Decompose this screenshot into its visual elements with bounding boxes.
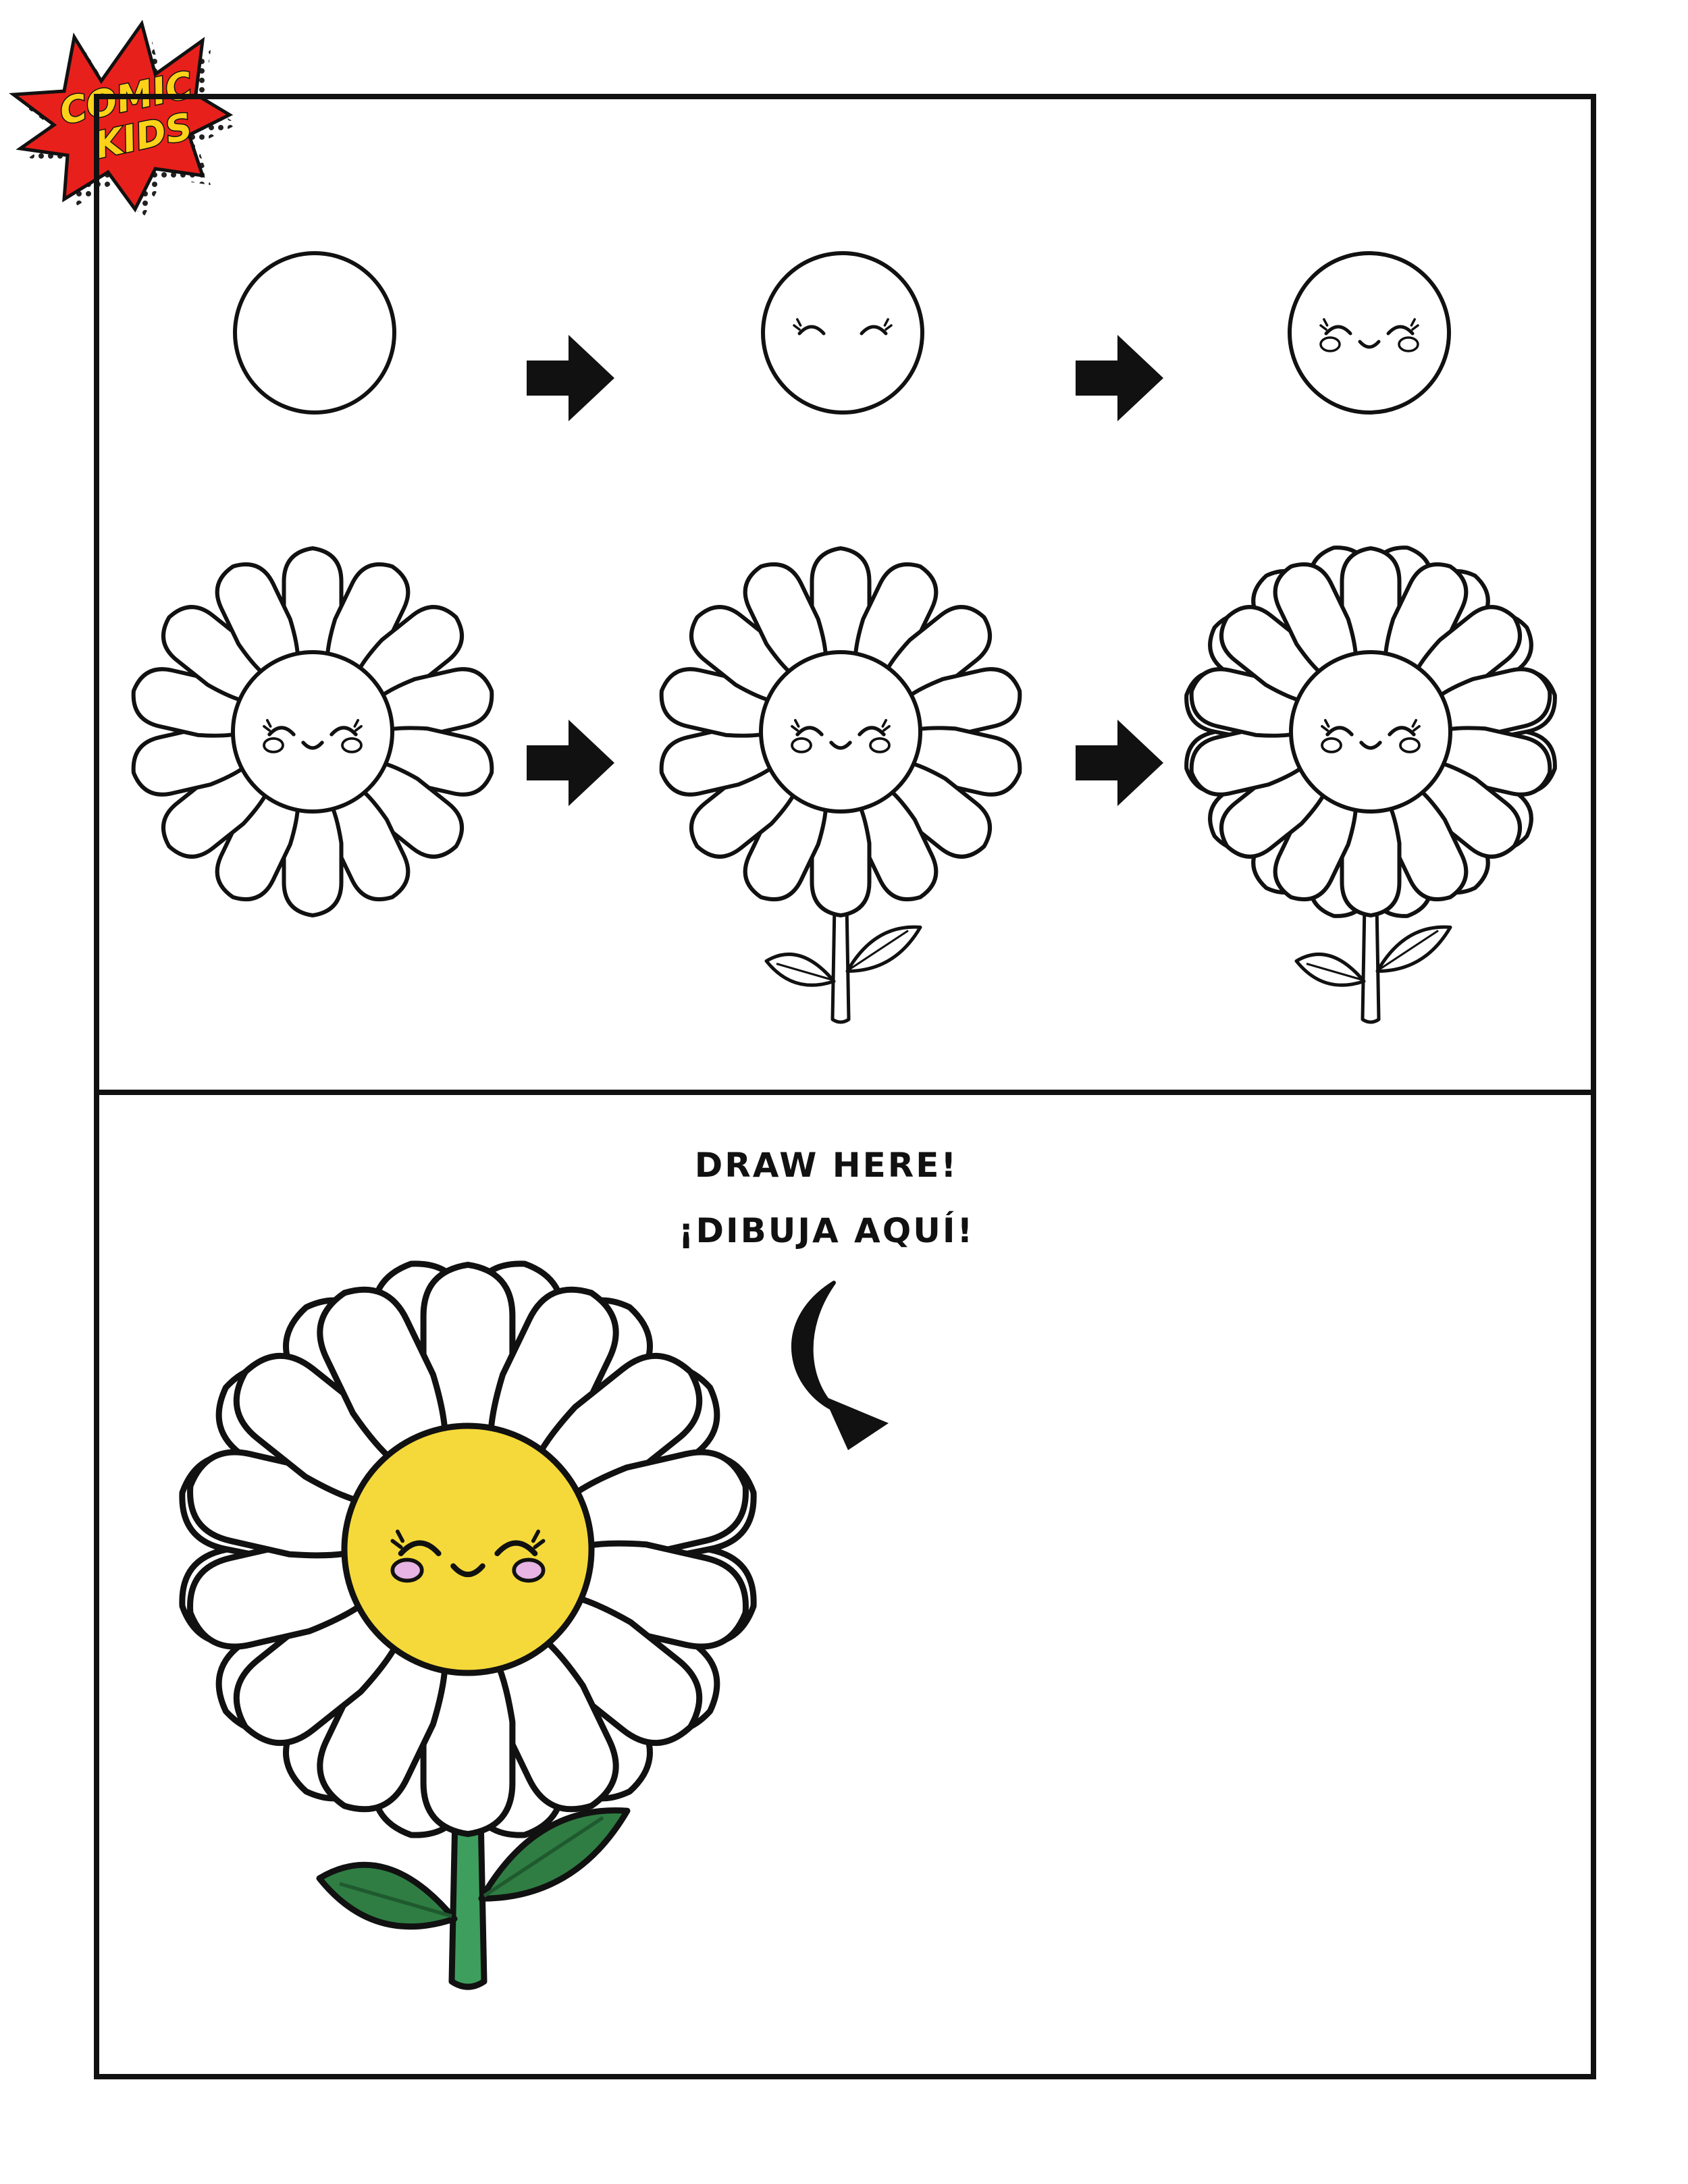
logo-burst	[9, 20, 234, 213]
stem	[1361, 903, 1381, 1024]
step-6-full-flower	[1184, 545, 1557, 1024]
instruction-english: DRAW HERE!	[695, 1146, 958, 1185]
eye	[267, 726, 296, 737]
step-arrow-right-icon	[527, 335, 614, 421]
eye	[858, 726, 886, 737]
cheek	[390, 1557, 424, 1583]
instruction-spanish: ¡DIBUJA AQUÍ!	[679, 1210, 975, 1250]
petal	[1273, 562, 1359, 685]
leaf-vein	[776, 963, 833, 981]
step-arrow-right-icon	[527, 720, 614, 806]
stem	[830, 903, 851, 1024]
smile	[1359, 741, 1382, 750]
curved-arrow-down-icon	[791, 1281, 889, 1450]
step-2-circle-eyes	[761, 251, 924, 415]
leaf-vein	[1306, 963, 1363, 981]
eyelash	[531, 1529, 546, 1549]
eye	[398, 1540, 442, 1557]
eye	[494, 1540, 538, 1557]
smile	[1358, 340, 1381, 349]
eyelash	[1411, 719, 1421, 732]
leaf-vein	[848, 930, 909, 971]
face-circle	[1288, 251, 1451, 415]
eye	[1388, 726, 1416, 737]
flower-center	[231, 650, 394, 814]
eye	[1386, 325, 1415, 336]
eye	[860, 325, 888, 336]
eye	[795, 726, 824, 737]
cheek	[1319, 336, 1341, 352]
eyelash	[1410, 318, 1419, 331]
cheek	[263, 737, 284, 753]
leaf-vein	[339, 1882, 452, 1918]
eye	[1324, 325, 1352, 336]
eyelash	[1321, 719, 1330, 732]
step-5-flower-stem	[659, 546, 1022, 1024]
eyelash	[353, 719, 363, 732]
eyelash	[390, 1529, 405, 1549]
cheek	[791, 737, 812, 753]
leaf-right	[845, 925, 922, 973]
face-circle	[761, 251, 924, 415]
leaf-right	[1375, 925, 1452, 973]
leaf-vein	[1378, 930, 1439, 971]
step-1-circle	[233, 251, 396, 415]
flower-center	[341, 1422, 595, 1676]
smile	[301, 741, 324, 750]
smile	[829, 741, 852, 750]
flower-center	[759, 650, 922, 814]
cheek	[1399, 737, 1421, 753]
step-arrow-right-icon	[1076, 720, 1163, 806]
eyelash	[1319, 318, 1329, 331]
petal	[215, 562, 300, 685]
colored-example-flower	[179, 1260, 757, 1990]
eyelash	[263, 719, 272, 732]
flower-center	[1289, 650, 1452, 814]
eyelash	[793, 318, 802, 331]
eyelash	[883, 318, 893, 331]
step-arrow-right-icon	[1076, 335, 1163, 421]
petal	[743, 562, 828, 685]
cheek	[1398, 336, 1419, 352]
eyelash	[791, 719, 800, 732]
cheek	[512, 1557, 546, 1583]
smile	[450, 1563, 485, 1578]
leaf-vein	[483, 1815, 604, 1898]
drawing-panel-frame	[94, 1090, 1596, 2079]
leaf-right	[478, 1807, 631, 1902]
eye	[329, 726, 358, 737]
comic-kids-logo: COMIC KIDS	[9, 20, 238, 219]
cheek	[341, 737, 363, 753]
step-3-face	[1288, 251, 1451, 415]
eyelash	[881, 719, 891, 732]
cheek	[869, 737, 891, 753]
cheek	[1321, 737, 1342, 753]
step-4-flower	[131, 546, 494, 917]
petal	[317, 1286, 448, 1477]
eye	[1325, 726, 1354, 737]
eye	[797, 325, 826, 336]
